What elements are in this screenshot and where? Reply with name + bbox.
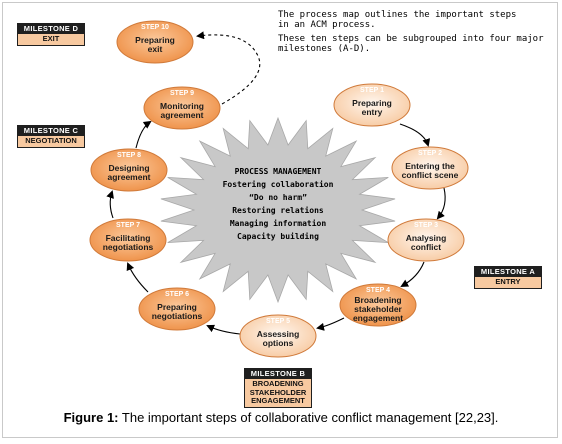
- step-text: engagement: [353, 313, 403, 323]
- milestone-b-box: MILESTONE B BROADENING STAKEHOLDER ENGAG…: [244, 368, 312, 408]
- flow-arrow: [399, 123, 431, 147]
- step-ellipse: [339, 283, 417, 327]
- star-line: Managing information: [230, 218, 327, 228]
- flow-arrow: [436, 187, 446, 220]
- step-ellipse: [116, 20, 194, 64]
- flow-arrow: [196, 31, 261, 105]
- step-label: STEP 6: [165, 291, 189, 298]
- flow-arrows: [106, 31, 446, 335]
- star-line: Restoring relations: [232, 205, 324, 215]
- milestone-a-name: ENTRY: [474, 277, 542, 289]
- star-line: Fostering collaboration: [223, 179, 334, 189]
- flow-arrow: [400, 261, 425, 287]
- step-text: negotiations: [103, 242, 154, 252]
- step-text: exit: [148, 44, 163, 54]
- step-text: agreement: [108, 172, 151, 182]
- intro-text-2: These ten steps can be subgrouped into f…: [278, 34, 558, 54]
- intro-line: milestones (A-D).: [278, 44, 371, 54]
- step-label: STEP 3: [414, 222, 438, 229]
- step-label: STEP 7: [116, 222, 140, 229]
- step-text: Preparing: [135, 35, 175, 45]
- milestone-c-box: MILESTONE C NEGOTIATION: [17, 125, 85, 148]
- caption-label: Figure 1:: [63, 410, 119, 425]
- step-label: STEP 10: [141, 24, 169, 31]
- milestone-a-title: MILESTONE A: [474, 266, 542, 277]
- step-ellipse: [333, 83, 411, 127]
- flow-arrow: [206, 324, 241, 335]
- caption-text: The important steps of collaborative con…: [118, 410, 499, 425]
- milestone-c-title: MILESTONE C: [17, 125, 85, 136]
- milestone-d-name: EXIT: [17, 34, 85, 46]
- step-text: Broadening: [354, 295, 401, 305]
- step-ellipse: [391, 146, 469, 190]
- step-ellipse: [143, 86, 221, 130]
- step-text: Designing: [108, 163, 149, 173]
- step-text: agreement: [161, 110, 204, 120]
- star-line: Capacity building: [237, 231, 319, 241]
- step-text: Facilitating: [106, 233, 151, 243]
- milestone-b-title: MILESTONE B: [244, 368, 312, 379]
- step-label: STEP 8: [117, 152, 141, 159]
- step-text: Preparing: [157, 302, 197, 312]
- milestone-d-box: MILESTONE D EXIT: [17, 23, 85, 46]
- star-shape: [160, 116, 396, 304]
- star-title: PROCESS MANAGEMENT: [235, 167, 322, 176]
- milestone-c-name: NEGOTIATION: [17, 136, 85, 148]
- milestone-a-box: MILESTONE A ENTRY: [474, 266, 542, 289]
- intro-line: The process map outlines the important s…: [278, 10, 517, 20]
- step-label: STEP 2: [418, 150, 442, 157]
- flow-arrow: [316, 317, 345, 331]
- step-label: STEP 1: [360, 87, 384, 94]
- step-text: options: [263, 338, 294, 348]
- step-text: Assessing: [257, 329, 300, 339]
- flow-arrow: [106, 190, 114, 219]
- step-label: STEP 4: [366, 287, 390, 294]
- step-ellipse: [239, 314, 317, 358]
- step-label: STEP 5: [266, 318, 290, 325]
- figure-frame: [2, 2, 558, 438]
- step-text: Analysing: [406, 233, 447, 243]
- step-text: Entering the: [405, 161, 455, 171]
- step-text: conflict: [411, 242, 441, 252]
- step-text: conflict scene: [402, 170, 459, 180]
- step-label: STEP 9: [170, 90, 194, 97]
- intro-line: in an ACM process.: [278, 20, 376, 30]
- step-ellipse: [90, 148, 168, 192]
- flow-arrow: [135, 120, 152, 149]
- figure-caption: Figure 1: The important steps of collabo…: [0, 410, 562, 425]
- step-text: stakeholder: [354, 304, 402, 314]
- step-ellipse: [89, 218, 167, 262]
- milestone-d-title: MILESTONE D: [17, 23, 85, 34]
- intro-line: These ten steps can be subgrouped into f…: [278, 34, 544, 44]
- step-ellipse: [387, 218, 465, 262]
- intro-text-1: The process map outlines the important s…: [278, 10, 558, 30]
- step-text: Preparing: [352, 98, 392, 108]
- process-management-star: PROCESS MANAGEMENT Fostering collaboratio…: [160, 116, 396, 304]
- milestone-b-name: BROADENING STAKEHOLDER ENGAGEMENT: [244, 379, 312, 408]
- step-ellipse: [138, 287, 216, 331]
- step-text: negotiations: [152, 311, 203, 321]
- step-text: Monitoring: [160, 101, 204, 111]
- star-line: “Do no harm”: [249, 193, 307, 202]
- step-text: entry: [362, 107, 383, 117]
- flow-arrow: [126, 262, 149, 293]
